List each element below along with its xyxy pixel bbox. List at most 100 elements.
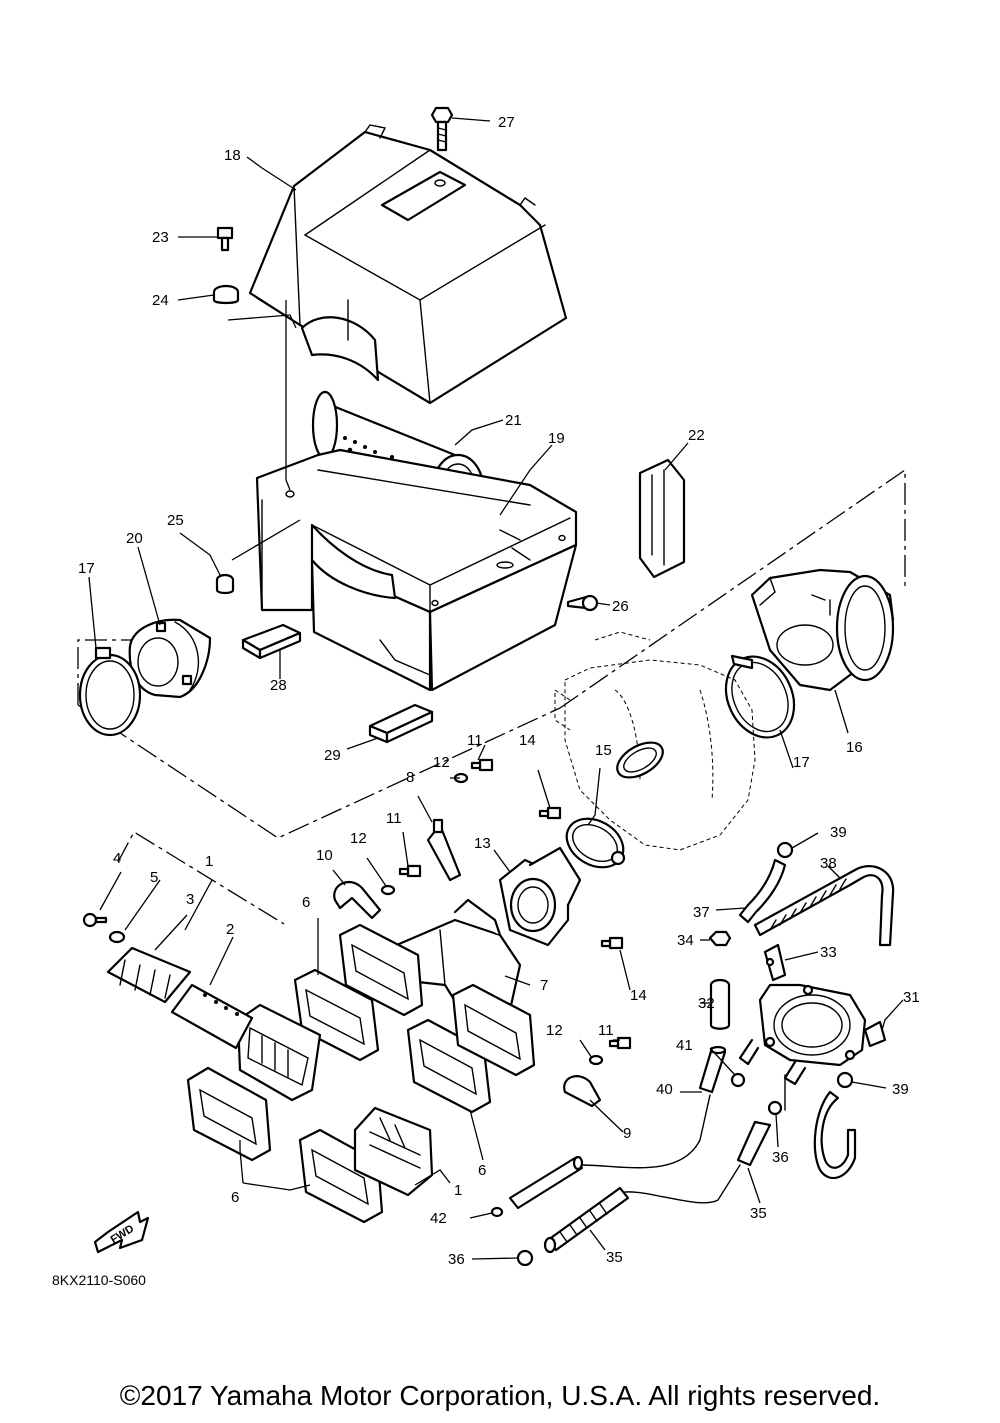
hose-37 [738, 858, 787, 924]
washer-25 [212, 284, 240, 305]
callout-14a: 14 [519, 732, 536, 749]
callout-29a: 28 [270, 677, 287, 694]
washer-12b [380, 884, 396, 896]
leader-lines [88, 117, 904, 1260]
callout-36b: 36 [448, 1251, 465, 1268]
carb-joint-13 [498, 846, 582, 947]
group-outline-airbox [77, 468, 906, 839]
fuel-pump-30 [738, 983, 887, 1086]
clip-42 [490, 1206, 504, 1218]
callout-23: 22 [688, 427, 705, 444]
callout-12c: 12 [546, 1022, 563, 1039]
callout-42: 42 [430, 1210, 447, 1227]
bolt-11c [608, 1036, 632, 1050]
callout-11b: 11 [386, 810, 402, 827]
clip-39a [776, 841, 794, 859]
callout-13: 13 [474, 835, 491, 852]
bolt-11a [470, 758, 494, 772]
washer-12c [588, 1054, 604, 1066]
clip-36b [516, 1249, 534, 1267]
callout-37: 37 [693, 904, 710, 921]
callout-21: 20 [126, 530, 143, 547]
bracket-32 [763, 943, 787, 982]
callout-34: 35 [750, 1205, 767, 1222]
foam-pad-29a [241, 623, 302, 660]
intake-joint-21 [128, 618, 212, 699]
callout-25: 24 [152, 292, 169, 309]
callout-2: 2 [226, 921, 234, 938]
clamp-18 [78, 646, 142, 737]
callout-11a: 11 [467, 732, 483, 749]
callout-6c: 6 [231, 1189, 239, 1206]
callout-6a: 6 [302, 894, 310, 911]
clamp-15 [565, 817, 626, 869]
callout-5: 5 [150, 869, 158, 886]
gasket-manifold-upper [338, 923, 424, 1017]
callout-29b: 29 [324, 747, 341, 764]
group-outline-reed [117, 831, 285, 925]
callout-36a: 36 [772, 1149, 789, 1166]
hose-40 [698, 1045, 727, 1094]
clip-41 [730, 1072, 746, 1088]
reed-petal-2 [170, 983, 254, 1050]
callout-39b: 39 [892, 1081, 909, 1098]
callout-22: 21 [505, 412, 522, 429]
screw-4 [82, 912, 108, 928]
fwd-arrow-icon: FWD [93, 1210, 150, 1254]
hose-39-u [813, 1090, 857, 1180]
gasket-6c [186, 1066, 272, 1162]
callout-14b: 14 [630, 987, 647, 1004]
hose-42 [508, 1155, 584, 1210]
callout-12b: 12 [350, 830, 367, 847]
callout-15: 15 [595, 742, 612, 759]
callout-16: 16 [846, 739, 863, 756]
spacer-31 [709, 978, 731, 1030]
washer-26 [215, 573, 235, 595]
clip-36a [767, 1100, 783, 1116]
foam-pad-29b [368, 703, 434, 744]
washer-5 [108, 930, 126, 944]
callout-labels: 27 18 23 24 21 19 22 25 20 17 26 28 29 1… [78, 114, 920, 1268]
airbox-case [255, 448, 578, 692]
callout-12a: 12 [433, 754, 450, 771]
callout-24: 23 [152, 229, 169, 246]
callout-9: 9 [623, 1125, 631, 1142]
callout-40: 40 [656, 1081, 673, 1098]
callout-10: 10 [316, 847, 333, 864]
callout-7: 7 [540, 977, 548, 994]
callout-8: 8 [406, 769, 414, 786]
bolt-27 [566, 594, 599, 612]
reed-valve-1a [236, 1003, 322, 1102]
screw-24 [216, 226, 234, 252]
clamp-17 [724, 654, 796, 739]
callout-26: 25 [167, 512, 184, 529]
hose-38 [753, 865, 895, 947]
callout-41: 41 [676, 1037, 693, 1054]
callout-39a: 39 [830, 824, 847, 841]
reed-stop-3 [106, 946, 192, 1004]
callout-31: 32 [698, 995, 715, 1012]
callout-3: 3 [186, 891, 194, 908]
bolt-14b [600, 936, 624, 950]
airbox-cover [248, 124, 568, 405]
callout-6b: 6 [478, 1162, 486, 1179]
duct-16 [750, 568, 895, 692]
callout-38: 38 [820, 855, 837, 872]
bolt-11b [398, 864, 422, 878]
callout-4: 4 [113, 850, 121, 867]
callout-19: 18 [224, 147, 241, 164]
filter-panel-23 [638, 458, 686, 579]
callout-35: 35 [606, 1249, 623, 1266]
callout-1b: 1 [454, 1182, 462, 1199]
callout-18: 17 [78, 560, 95, 577]
nut-33 [708, 930, 732, 947]
gasket-manifold-lower [451, 983, 536, 1077]
clip-10 [333, 881, 382, 920]
engine-ghost [554, 631, 756, 851]
callout-32: 33 [820, 944, 837, 961]
clip-9 [563, 1075, 602, 1108]
copyright-notice: ©2017 Yamaha Motor Corporation, U.S.A. A… [119, 1380, 881, 1411]
callout-11c: 11 [598, 1022, 614, 1039]
diagram-code: 8KX2110-S060 [52, 1272, 146, 1288]
